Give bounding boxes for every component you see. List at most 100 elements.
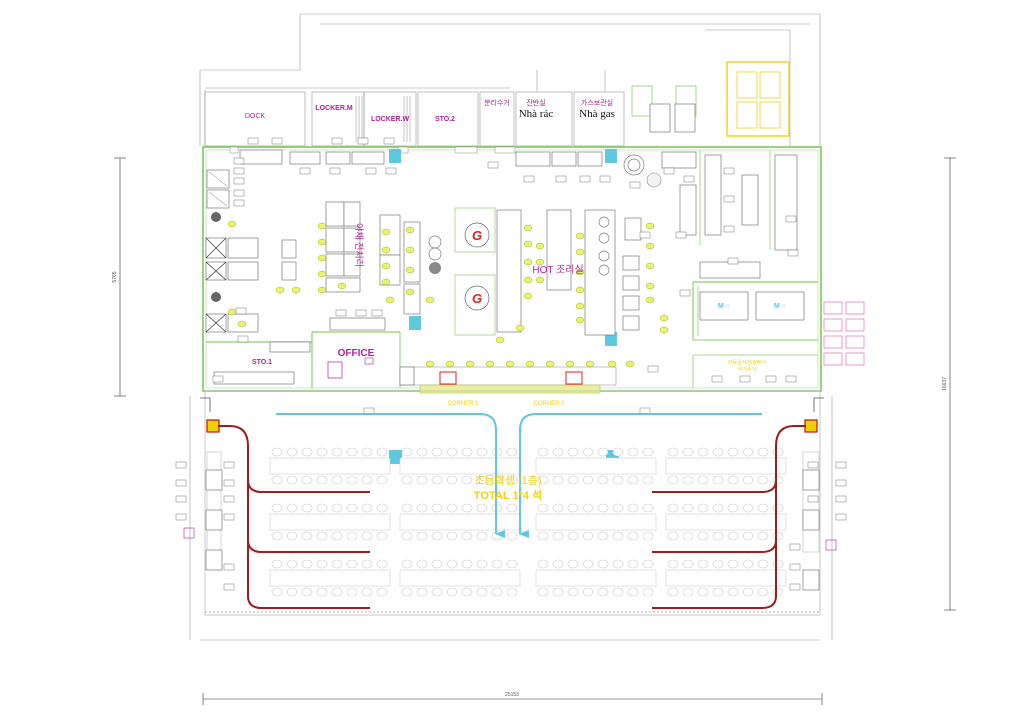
seat xyxy=(712,587,724,597)
label-dock: DOCK xyxy=(245,113,266,120)
equipment-marker xyxy=(535,258,545,266)
label-service-note-1: 자동급식/정량배식 xyxy=(728,359,766,366)
north-openings xyxy=(229,146,516,154)
seat xyxy=(491,587,503,597)
seat xyxy=(582,475,594,485)
outdoor-unit xyxy=(823,318,843,332)
kitchen-equipment: G G M ○ M ○ xyxy=(205,149,805,394)
seat xyxy=(271,587,283,597)
equipment-marker xyxy=(317,254,327,262)
seat xyxy=(271,503,283,513)
equipment-marker xyxy=(659,326,669,334)
seat xyxy=(431,503,443,513)
seat xyxy=(682,559,694,569)
equipment-tag xyxy=(785,375,797,383)
dining-table-block xyxy=(665,503,787,541)
seat xyxy=(416,531,428,541)
equipment-marker xyxy=(535,242,545,250)
seat xyxy=(401,447,413,457)
label-sto2: STO.2 xyxy=(435,116,455,123)
equipment-marker xyxy=(575,232,585,240)
seat xyxy=(286,559,298,569)
seat xyxy=(346,447,358,457)
seat xyxy=(461,503,473,513)
dining-table-block xyxy=(665,447,787,485)
equipment-tag xyxy=(371,309,383,317)
seat xyxy=(612,559,624,569)
seat xyxy=(491,559,503,569)
equipment-marker xyxy=(523,258,533,266)
equipment-marker xyxy=(545,360,555,368)
seat xyxy=(301,559,313,569)
equipment-tag xyxy=(789,543,801,551)
seat xyxy=(642,587,654,597)
seat xyxy=(346,559,358,569)
seat xyxy=(757,503,769,513)
equipment-tag xyxy=(807,495,819,503)
seat xyxy=(316,447,328,457)
seat xyxy=(346,475,358,485)
equipment-marker xyxy=(317,270,327,278)
equipment-marker xyxy=(227,220,237,228)
top-service-rooms xyxy=(204,61,790,147)
equipment-marker xyxy=(575,268,585,276)
equipment-marker xyxy=(381,278,391,286)
seat xyxy=(567,447,579,457)
equipment-tag xyxy=(335,309,347,317)
label-trash-vi: Nhà rác xyxy=(519,108,554,120)
equipment-tag xyxy=(175,461,187,469)
seat xyxy=(727,587,739,597)
seat xyxy=(376,559,388,569)
serving-flow-arrows xyxy=(276,413,762,538)
seat xyxy=(582,559,594,569)
equipment-marker xyxy=(425,296,435,304)
seat xyxy=(301,447,313,457)
label-corner-2: CORNER 2 xyxy=(533,401,565,407)
seat xyxy=(612,531,624,541)
outdoor-unit xyxy=(823,352,843,366)
equipment-tag xyxy=(223,461,235,469)
equipment-tag xyxy=(683,175,695,183)
seat xyxy=(627,475,639,485)
equipment-marker xyxy=(405,288,415,296)
svg-text:M ○: M ○ xyxy=(718,303,730,310)
seat xyxy=(286,475,298,485)
seat xyxy=(552,531,564,541)
equipment-marker xyxy=(575,248,585,256)
label-gas-vi: Nhà gas xyxy=(579,108,615,120)
seat xyxy=(286,587,298,597)
seat xyxy=(271,559,283,569)
seat xyxy=(772,559,784,569)
equipment-marker xyxy=(515,324,525,332)
equipment-tag xyxy=(247,137,259,145)
seat xyxy=(627,447,639,457)
equipment-marker xyxy=(523,292,533,300)
equipment-marker xyxy=(525,360,535,368)
seat xyxy=(772,503,784,513)
seat xyxy=(552,559,564,569)
equipment-tag xyxy=(383,137,395,145)
equipment-marker xyxy=(645,262,655,270)
seat xyxy=(757,559,769,569)
equipment-marker xyxy=(337,282,347,290)
seat xyxy=(597,531,609,541)
equipment-marker xyxy=(405,226,415,234)
equipment-tag xyxy=(223,583,235,591)
seat xyxy=(552,475,564,485)
seat xyxy=(331,559,343,569)
equipment-tag xyxy=(223,479,235,487)
outdoor-unit xyxy=(845,352,865,366)
equipment-tag xyxy=(233,189,245,197)
seat xyxy=(727,503,739,513)
equipment-tag xyxy=(175,479,187,487)
seat xyxy=(712,447,724,457)
equipment-tag xyxy=(355,309,367,317)
seat xyxy=(271,475,283,485)
label-pre-process: 야채 전처리 xyxy=(354,223,365,267)
seat xyxy=(401,475,413,485)
dining-table-block xyxy=(269,559,391,597)
seat xyxy=(772,447,784,457)
seat xyxy=(772,475,784,485)
seat xyxy=(697,475,709,485)
seat xyxy=(361,503,373,513)
